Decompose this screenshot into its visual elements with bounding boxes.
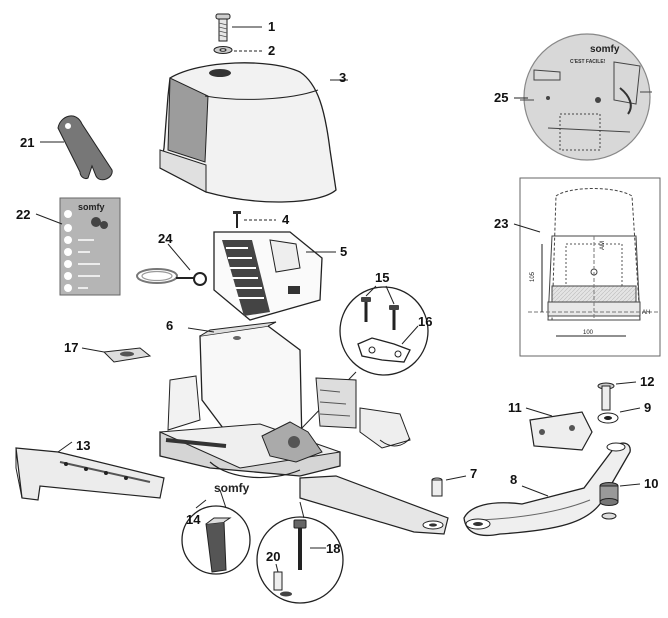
part-8-arm: 8 (463, 442, 631, 537)
callout-17: 17 (64, 340, 78, 355)
callout-10: 10 (644, 476, 658, 491)
part-7-pin: 7 (431, 466, 477, 497)
callout-20: 20 (266, 549, 280, 564)
inset-14: 14 (181, 489, 251, 575)
callout-25: 25 (494, 90, 508, 105)
part-4-screw: 4 (233, 211, 290, 228)
callout-21: 21 (20, 135, 34, 150)
callout-6: 6 (166, 318, 173, 333)
part-22-label: somfy 22 (16, 197, 121, 296)
part-2-washer: 2 (213, 43, 275, 58)
dim-100: 100 (583, 330, 594, 336)
part-6-motor-mount: 6 (166, 318, 303, 457)
part-17-bracket: 17 (64, 340, 152, 363)
label-22-logo: somfy (78, 202, 105, 212)
part-5-control-board: 5 (213, 231, 347, 321)
part-12-bolt: 12 (597, 374, 654, 411)
part-23-dimension-drawing: 100 105 AM AH 23 (494, 177, 661, 357)
motor-base-assembly: somfy (159, 375, 449, 535)
dim-am: AM (600, 241, 606, 250)
dim-105: 105 (530, 271, 536, 282)
callout-22: 22 (16, 207, 30, 222)
dim-ah: AH (642, 310, 650, 316)
part-9-nut: 9 (597, 400, 651, 424)
part-25-template: somfy C'EST FACILE! 25 (494, 33, 652, 161)
callout-2: 2 (268, 43, 275, 58)
callout-16: 16 (418, 314, 432, 329)
callout-15: 15 (375, 270, 389, 285)
part-13-cover-rail: 13 (15, 438, 165, 501)
callout-9: 9 (644, 400, 651, 415)
template-logo: somfy (590, 44, 620, 55)
part-3-cover: 3 (159, 62, 348, 203)
part-1-screw: 1 (215, 13, 275, 42)
inset-18-20: 18 20 (256, 501, 344, 604)
callout-13: 13 (76, 438, 90, 453)
callout-24: 24 (158, 231, 173, 246)
callout-14: 14 (186, 512, 201, 527)
part-11-wall-bracket: 11 (508, 400, 593, 451)
callout-12: 12 (640, 374, 654, 389)
callout-5: 5 (340, 244, 347, 259)
callout-11: 11 (508, 400, 522, 415)
callout-4: 4 (282, 212, 290, 227)
callout-23: 23 (494, 216, 508, 231)
template-slogan: C'EST FACILE! (570, 59, 606, 65)
callout-1: 1 (268, 19, 275, 34)
callout-8: 8 (510, 472, 517, 487)
callout-18: 18 (326, 541, 340, 556)
base-logo: somfy (214, 481, 250, 495)
callout-7: 7 (470, 466, 477, 481)
part-21-release-key: 21 (20, 115, 113, 181)
callout-3: 3 (339, 70, 346, 85)
part-24-cable: 24 (136, 231, 207, 286)
part-10-bushing: 10 (599, 476, 658, 520)
